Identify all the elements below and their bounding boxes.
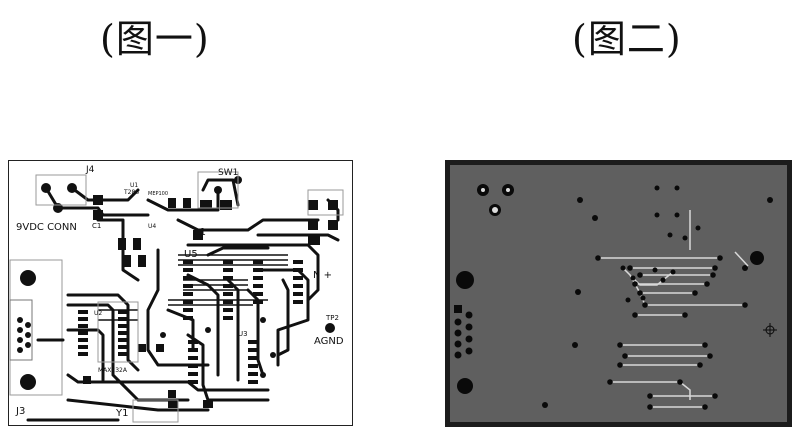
figure-2-caption: (图二)	[572, 17, 682, 61]
label-j4: J4	[85, 165, 95, 175]
label-agnd: AGND	[314, 336, 344, 347]
label-c1: C1	[92, 222, 101, 230]
pcb-top-layer-image: J4 U1 T286 MEP100 SW1 9VDC CONN C1 U4 L1…	[8, 160, 353, 426]
label-y1: Y1	[115, 408, 128, 419]
label-sw1: SW1	[218, 168, 238, 178]
label-u5: U5	[184, 249, 198, 260]
label-u4: U4	[148, 223, 156, 230]
label-in-plus: N +	[313, 270, 332, 281]
label-max232a: MAX232A	[98, 367, 128, 374]
label-l1: L1	[194, 227, 206, 238]
label-u3: U3	[238, 330, 248, 338]
label-mep100: MEP100	[148, 191, 168, 197]
label-u2: U2	[94, 310, 102, 317]
label-j3: J3	[15, 406, 25, 417]
pcb-bottom-layer-image	[445, 160, 792, 427]
label-tp2: TP2	[325, 314, 339, 322]
label-power-conn: 9VDC CONN	[16, 222, 77, 233]
label-t286: T286	[123, 189, 139, 196]
label-u1: U1	[130, 182, 138, 189]
figure-1-caption: (图一)	[100, 17, 210, 61]
